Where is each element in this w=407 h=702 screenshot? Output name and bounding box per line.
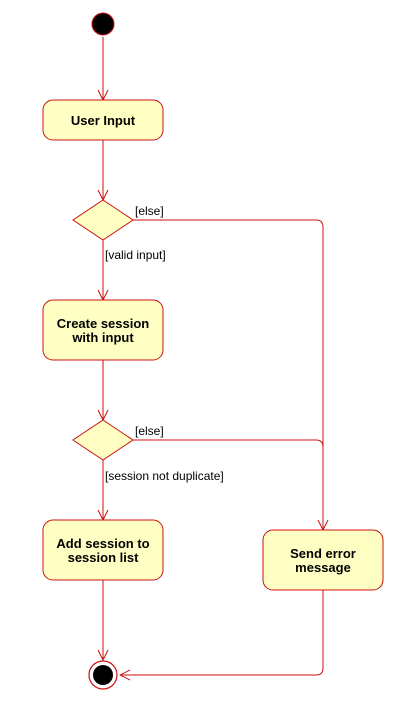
- edges: [103, 37, 323, 675]
- decision-node-session-duplicate: [72, 419, 134, 461]
- guard-label-valid-input: [valid input]: [105, 248, 166, 262]
- edge-send-error-to-end: [120, 590, 324, 675]
- action-create-session-label-line-1: Create session: [57, 316, 150, 331]
- edge-decision-2-else: [133, 439, 324, 448]
- decision-node-valid-input: [72, 199, 134, 241]
- action-create-session-label-line-2: with input: [71, 330, 134, 345]
- edge-decision-1-else: [133, 219, 323, 530]
- guard-label-session-not-duplicate: [session not duplicate]: [105, 469, 224, 483]
- action-add-session-label-line-1: Add session to: [56, 536, 149, 551]
- guard-label-decision-1-else: [else]: [135, 204, 164, 218]
- action-send-error: Send error message: [262, 529, 384, 591]
- action-send-error-label-line-1: Send error: [290, 546, 356, 561]
- start-node: [91, 12, 115, 36]
- action-create-session: Create session with input: [42, 299, 164, 361]
- action-add-session-label-line-2: session list: [68, 550, 139, 565]
- final-node: [88, 660, 118, 690]
- guard-label-decision-2-else: [else]: [135, 424, 164, 438]
- action-user-input: User Input: [42, 99, 164, 141]
- action-user-input-label: User Input: [71, 113, 136, 128]
- action-add-session: Add session to session list: [42, 519, 164, 581]
- action-send-error-label-line-2: message: [295, 560, 351, 575]
